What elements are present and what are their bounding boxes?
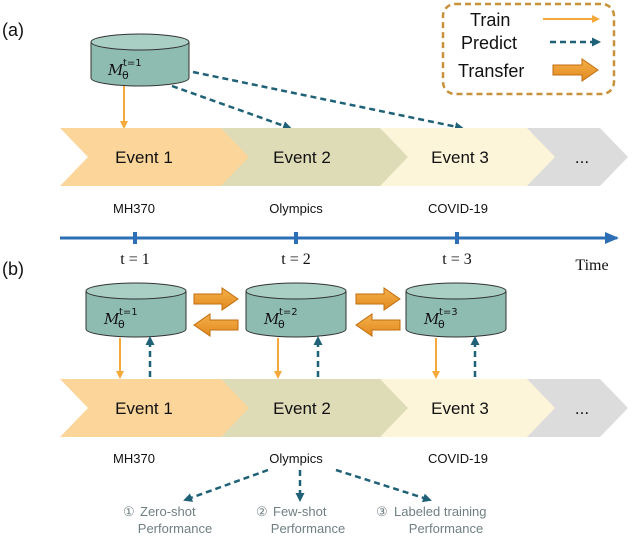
timeline-tick-label-1: t = 1 [120,251,149,268]
timeline-tick-label-2: t = 2 [281,251,310,268]
legend-transfer-arrow [552,58,599,82]
event-chevron-1 [60,379,255,437]
predict-arrow-a3 [192,70,464,131]
event-row-a: Event 1 Event 2 Event 3 ... [60,128,628,186]
transfer-arrow-2-to-3 [355,287,401,311]
model-cylinder-b1: M θ t=1 [85,282,187,338]
transfer-arrow-2-to-1 [193,313,239,337]
outcome-few-shot: ② Few-shot Performance [256,504,345,536]
outcome-line2: Performance [138,521,212,536]
model-cylinder-a: M θ t=1 [90,33,190,87]
event-chevron-2 [221,379,414,437]
event-name-1: MH370 [113,201,155,216]
transfer-arrow-1-to-2 [193,287,239,311]
predict-arrow-a2 [171,84,292,130]
event-name-3: COVID-19 [428,451,488,466]
model-param: θ [122,69,129,82]
timeline-tick-3 [455,232,459,244]
event-chevron-2 [221,128,414,186]
event-label-more: ... [575,399,589,418]
legend-transfer-label: Transfer [458,61,524,81]
timeline-tick-2 [294,232,298,244]
outcome-labeled-training: ③ Labeled training Performance [376,504,487,536]
model-symbol: M [107,61,124,79]
outcome-marker: ① [123,504,135,519]
legend-train-label: Train [470,10,510,30]
event-label-3: Event 3 [431,148,489,167]
panel-b-label: (b) [2,259,24,279]
outcome-line1: Few-shot [273,504,327,519]
outcome-line2: Performance [271,521,345,536]
legend-frame [441,2,616,96]
panel-a-label: (a) [2,20,24,40]
outcome-arrow-zero-shot [183,468,269,502]
timeline: t = 1 t = 2 t = 3 Time [60,232,619,274]
outcome-marker: ③ [376,504,388,519]
model-symbol: M [263,310,280,328]
event-label-1: Event 1 [115,148,173,167]
event-chevron-1 [60,128,255,186]
event-chevron-more [527,128,628,186]
event-label-2: Event 2 [273,399,331,418]
event-row-b: Event 1 Event 2 Event 3 ... [60,379,628,437]
outcome-zero-shot: ① Zero-shot Performance [123,504,212,536]
outcome-line1: Zero-shot [140,504,196,519]
legend: Train Predict Transfer [441,2,616,96]
timeline-tick-1 [133,232,137,244]
model-symbol: M [423,310,440,328]
event-chevron-more [527,379,628,437]
timeline-axis-label: Time [575,257,608,274]
outcome-line2: Performance [409,521,483,536]
event-label-2: Event 2 [273,148,331,167]
event-name-3: COVID-19 [428,201,488,216]
model-cylinder-b3: M θ t=3 [405,282,507,338]
legend-predict-label: Predict [461,33,517,53]
event-label-3: Event 3 [431,399,489,418]
event-chevron-3 [380,128,571,186]
model-param: θ [278,318,285,331]
model-superscript: t=2 [279,307,298,318]
outcome-arrow-labeled [335,468,432,503]
event-name-1: MH370 [113,451,155,466]
event-label-1: Event 1 [115,399,173,418]
model-param: θ [118,318,125,331]
event-name-2: Olympics [269,201,323,216]
model-superscript: t=1 [119,307,138,318]
model-param: θ [438,318,445,331]
model-superscript: t=1 [123,58,142,69]
event-name-2: Olympics [269,451,323,466]
outcome-line1: Labeled training [394,504,487,519]
model-superscript: t=3 [439,307,458,318]
event-label-more: ... [575,148,589,167]
event-chevron-3 [380,379,571,437]
model-symbol: M [103,310,120,328]
timeline-tick-label-3: t = 3 [442,251,471,268]
model-cylinder-b2: M θ t=2 [245,282,347,338]
outcome-marker: ② [256,504,268,519]
transfer-arrow-3-to-2 [355,313,401,337]
